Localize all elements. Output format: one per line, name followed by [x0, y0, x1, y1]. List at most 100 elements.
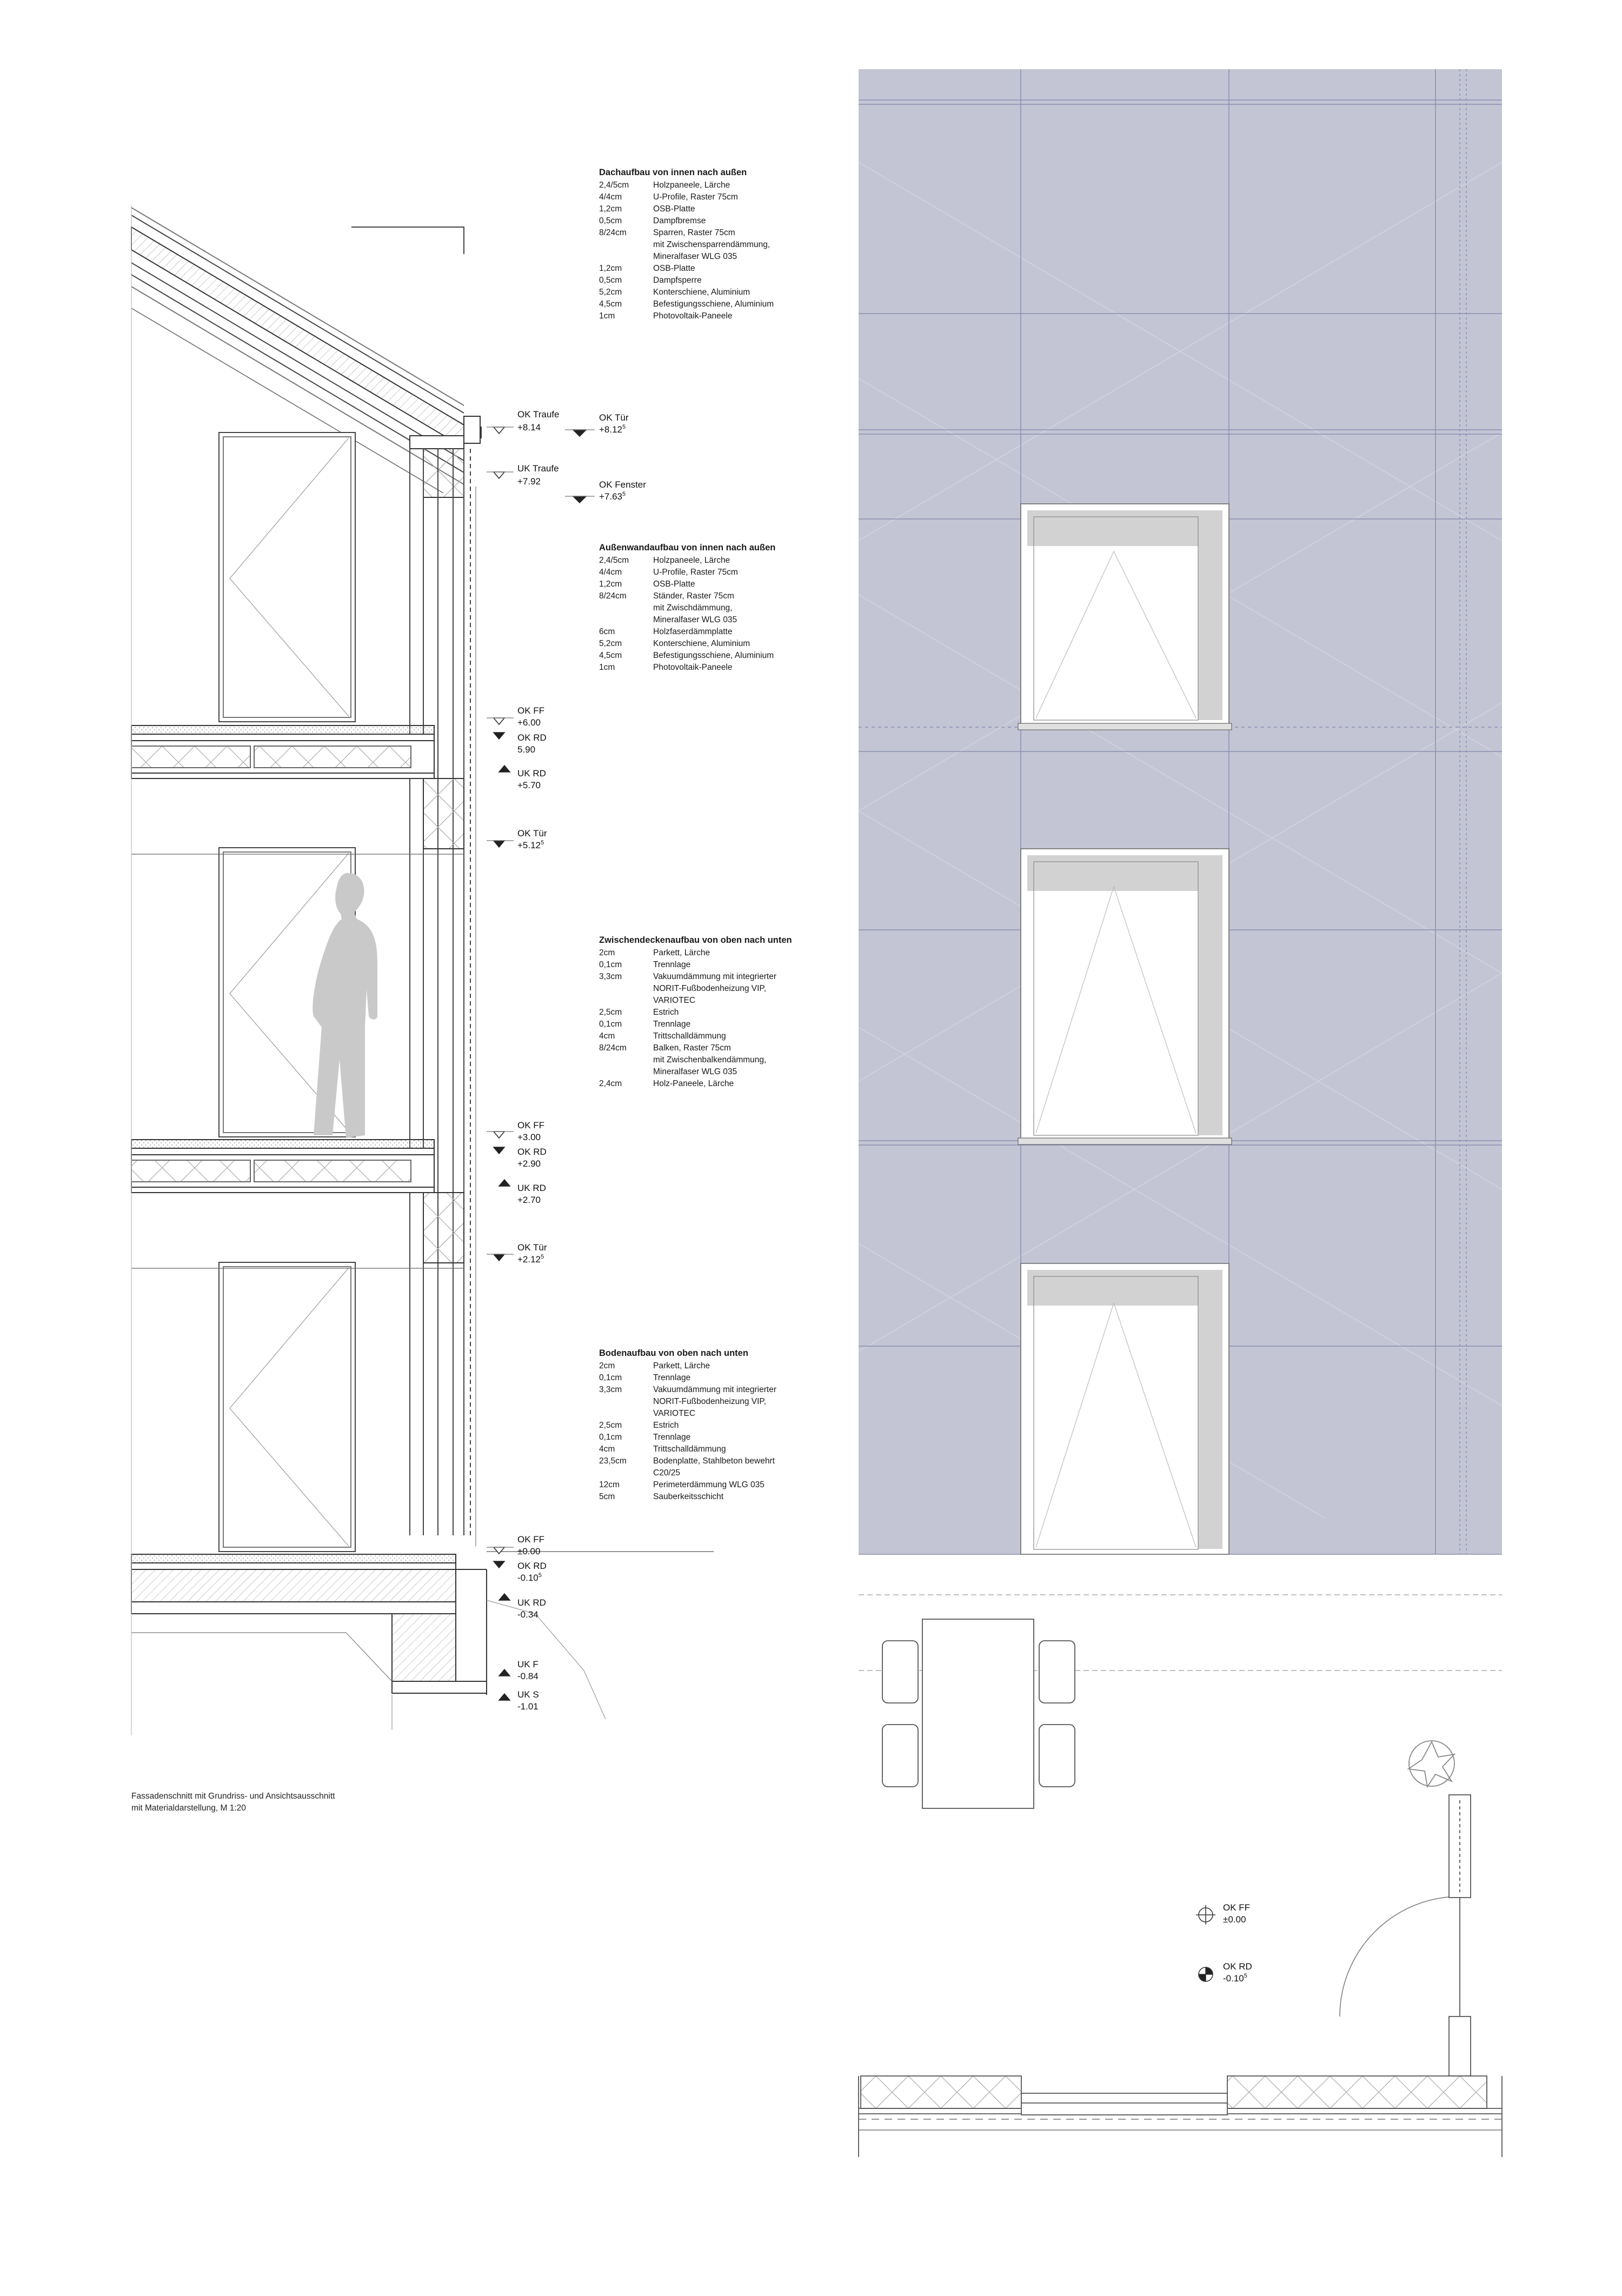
table-with-chairs [882, 1619, 1075, 1809]
spec-description: Mineralfaser WLG 035 [653, 1067, 737, 1076]
spec-row: 4cm Trittschalldämmung [599, 1443, 776, 1455]
spec-row: C20/25 [599, 1467, 776, 1479]
spec-row: 0,1cm Trennlage [599, 959, 792, 971]
spec-description: Trittschalldämmung [653, 1445, 726, 1454]
spec-row: 1,2cm OSB-Platte [599, 203, 774, 215]
spec-thickness [599, 995, 653, 1007]
spec-thickness [599, 1396, 653, 1408]
uk-rd-1-label: UK RD [517, 1183, 546, 1193]
plan-ok-ff-label: OK FF [1223, 1902, 1250, 1913]
level-symbol-ok-rd [1198, 1967, 1213, 1982]
floor-slab-upper [131, 725, 464, 855]
spec-thickness [599, 1054, 653, 1066]
caption-line-1: Fassadenschnitt mit Grundriss- und Ansic… [131, 1792, 335, 1801]
spec-thickness: 0,1cm [599, 960, 622, 969]
spec-description: VARIOTEC [653, 996, 696, 1005]
spec-thickness: 1cm [599, 311, 615, 321]
floor-slab-lower [131, 1139, 464, 1269]
spec-row: mit Zwischdämmung, [599, 602, 775, 614]
spec-description: OSB-Platte [653, 204, 695, 214]
uk-rd-0-label: UK RD [517, 1598, 546, 1608]
facade-elevation [858, 69, 1503, 1671]
spec-description: Trennlage [653, 960, 691, 969]
ok-rd-2-label: OK RD [517, 733, 547, 743]
spec-description: Befestigungsschiene, Aluminium [653, 300, 774, 309]
spec-description: Ständer, Raster 75cm [653, 591, 734, 601]
level-markers [487, 427, 595, 1701]
uk-f-label: UK F [517, 1659, 539, 1669]
spec-thickness [599, 1066, 653, 1078]
spec-description: Vakuumdämmung mit integrierter [653, 972, 776, 981]
uk-rd-1-value: +2.70 [517, 1195, 541, 1205]
spec-thickness: 8/24cm [599, 1043, 627, 1053]
drawing-caption: Fassadenschnitt mit Grundriss- und Ansic… [131, 1791, 335, 1814]
door-swing [1339, 1896, 1460, 2017]
spec-description: Estrich [653, 1008, 679, 1017]
spec-description: VARIOTEC [653, 1409, 696, 1418]
spec-thickness [599, 1408, 653, 1420]
spec-thickness: 0,5cm [599, 216, 622, 225]
spec-description: Konterschiene, Aluminium [653, 288, 750, 297]
spec-thickness: 4cm [599, 1445, 615, 1454]
spec-thickness: 2cm [599, 1361, 615, 1370]
spec-thickness: 8/24cm [599, 228, 627, 237]
spec-description: Holzpaneele, Lärche [653, 556, 730, 565]
spec-description: Sparren, Raster 75cm [653, 228, 735, 237]
spec-thickness [599, 602, 653, 614]
spec-description: Trennlage [653, 1433, 691, 1442]
ok-fenster-value: +7.635 [599, 491, 626, 502]
uk-traufe-value: +7.92 [517, 476, 541, 487]
spec-description: Holz-Paneele, Lärche [653, 1079, 734, 1088]
ok-tuer-1-label: OK Tür [517, 1242, 547, 1253]
spec-row: 0,5cm Dampfsperre [599, 275, 774, 287]
spec-row: 0,1cm Trennlage [599, 1432, 776, 1443]
level-labels: OK Traufe +8.14 OK Tür +8.125 UK Traufe … [517, 409, 646, 1712]
spec-description: Trennlage [653, 1020, 691, 1029]
spec-row: NORIT-Fußbodenheizung VIP, [599, 1396, 776, 1408]
spec-description: mit Zwischdämmung, [653, 603, 733, 613]
spec-description: Dampfsperre [653, 276, 702, 285]
spec-thickness [599, 251, 653, 263]
plan-ok-rd-value: -0.105 [1223, 1973, 1247, 1984]
ok-rd-1-value: +2.90 [517, 1159, 541, 1169]
spec-description: mit Zwischenbalkendämmung, [653, 1055, 767, 1064]
spec-row: 2,4/5cm Holzpaneele, Lärche [599, 555, 775, 567]
spec-thickness: 0,1cm [599, 1433, 622, 1442]
spec-row: 8/24cm Balken, Raster 75cm [599, 1042, 792, 1054]
spec-thickness: 2,4/5cm [599, 556, 629, 565]
ok-ff-0-label: OK FF [517, 1534, 544, 1545]
level-symbol-ok-ff [1196, 1905, 1215, 1925]
spec-description: Bodenplatte, Stahlbeton bewehrt [653, 1456, 775, 1466]
spec-thickness: 1,2cm [599, 204, 622, 214]
spec-thickness: 0,5cm [599, 276, 622, 285]
spec-description: Mineralfaser WLG 035 [653, 615, 737, 624]
spec-thickness [599, 983, 653, 995]
spec-description: Mineralfaser WLG 035 [653, 252, 737, 261]
spec-description: Parkett, Lärche [653, 948, 710, 957]
spec-description: Konterschiene, Aluminium [653, 639, 750, 648]
spec-description: U-Profile, Raster 75cm [653, 568, 738, 577]
spec-thickness: 5,2cm [599, 288, 622, 297]
spec-description: Balken, Raster 75cm [653, 1043, 731, 1053]
ok-traufe-value: +8.14 [517, 422, 541, 432]
spec-thickness: 2cm [599, 948, 615, 957]
spec-row: VARIOTEC [599, 1408, 776, 1420]
spec-description: Trittschalldämmung [653, 1031, 726, 1041]
spec-thickness: 5cm [599, 1492, 615, 1501]
ok-tuer-top-value: +8.125 [599, 424, 626, 435]
